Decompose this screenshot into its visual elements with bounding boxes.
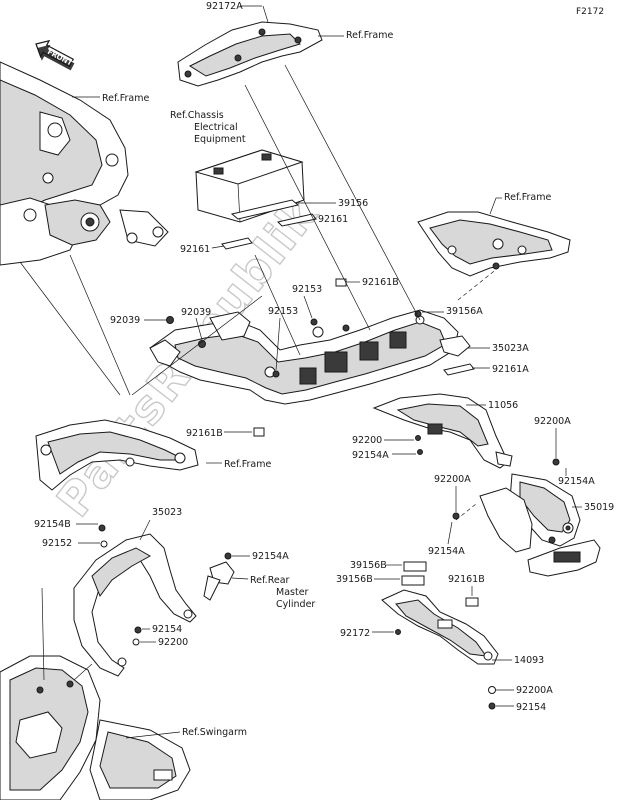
label-35023A: 35023A bbox=[492, 343, 529, 354]
left-frame bbox=[0, 61, 169, 266]
label-11056: 11056 bbox=[488, 400, 518, 411]
clip-39156A bbox=[414, 310, 422, 318]
label-92200: 92200 bbox=[352, 435, 382, 446]
lower-left-frame bbox=[35, 419, 199, 491]
label-92200A-c: 92200A bbox=[516, 685, 553, 696]
label-ref-chassis-2: Electrical bbox=[194, 122, 238, 133]
label-ref-rear-1: Ref.Rear bbox=[250, 575, 290, 586]
cover-35023A bbox=[439, 335, 471, 357]
label-ref-frame-top: Ref.Frame bbox=[346, 30, 393, 41]
label-35023: 35023 bbox=[152, 507, 182, 518]
label-92200A-a: 92200A bbox=[534, 416, 571, 427]
swingarm bbox=[0, 655, 191, 800]
fender-11056 bbox=[372, 393, 513, 469]
label-92161-right: 92161 bbox=[318, 214, 348, 225]
label-92200A-b: 92200A bbox=[434, 474, 471, 485]
label-35019: 35019 bbox=[584, 502, 614, 513]
label-92039-a: 92039 bbox=[110, 315, 140, 326]
label-ref-rear-3: Cylinder bbox=[276, 599, 315, 610]
label-92154A-a: 92154A bbox=[352, 450, 389, 461]
label-92161-left: 92161 bbox=[180, 244, 210, 255]
upper-bracket bbox=[177, 21, 323, 87]
label-14093: 14093 bbox=[514, 655, 544, 666]
inner-fender-14093 bbox=[381, 589, 499, 665]
label-ref-frame-right: Ref.Frame bbox=[504, 192, 551, 203]
bolt-92172 bbox=[395, 629, 401, 635]
washer-92200A-c bbox=[488, 686, 496, 694]
washer-92200 bbox=[415, 435, 421, 441]
screw-92154A-a bbox=[417, 449, 423, 455]
label-92152: 92152 bbox=[42, 538, 72, 549]
pad-92161A bbox=[443, 363, 475, 376]
label-92154: 92154 bbox=[152, 624, 182, 635]
bracket-35019 bbox=[479, 473, 601, 577]
label-92172: 92172 bbox=[340, 628, 370, 639]
label-39156A: 39156A bbox=[446, 306, 483, 317]
label-ref-chassis-1: Ref.Chassis bbox=[170, 110, 224, 121]
screw-92154A-d bbox=[224, 552, 232, 560]
label-39156B-a: 39156B bbox=[350, 560, 387, 571]
label-ref-chassis-3: Equipment bbox=[194, 134, 246, 145]
bolt-92154-b bbox=[488, 702, 496, 710]
label-92153-b: 92153 bbox=[268, 306, 298, 317]
label-92200-b: 92200 bbox=[158, 637, 188, 648]
label-92161B-a: 92161B bbox=[362, 277, 399, 288]
collar-92152 bbox=[100, 540, 108, 548]
washer-92200-b bbox=[132, 638, 140, 646]
label-92039-b: 92039 bbox=[181, 307, 211, 318]
label-39156: 39156 bbox=[338, 198, 368, 209]
label-92161B-b: 92161B bbox=[186, 428, 223, 439]
right-frame-bracket bbox=[417, 211, 571, 277]
pad-39156B-b bbox=[401, 575, 425, 586]
pad-92161-left bbox=[221, 237, 253, 250]
nut-92039-a bbox=[166, 316, 174, 324]
washer-92200A-b bbox=[452, 512, 460, 520]
label-ref-rear-2: Master bbox=[276, 587, 309, 598]
bolt-92153-b bbox=[272, 370, 280, 378]
front-arrow-icon: FRONT bbox=[35, 39, 75, 71]
rear-undertray bbox=[149, 309, 459, 405]
label-92161A: 92161A bbox=[492, 364, 529, 375]
label-92154-b: 92154 bbox=[516, 702, 546, 713]
pad-92161B-b bbox=[253, 427, 265, 437]
pad-92161 bbox=[277, 213, 317, 227]
pad-39156 bbox=[230, 199, 300, 220]
pad-39156B-a bbox=[403, 561, 427, 572]
bolt-92153-a bbox=[310, 318, 318, 326]
label-92153-a: 92153 bbox=[292, 284, 322, 295]
label-92172A: 92172A bbox=[206, 1, 243, 12]
pad-92161B-c bbox=[465, 597, 479, 607]
washer-92200A-a bbox=[552, 458, 560, 466]
label-92161B-c: 92161B bbox=[448, 574, 485, 585]
label-39156B-b: 39156B bbox=[336, 574, 373, 585]
rear-master-cylinder-bracket bbox=[203, 561, 235, 601]
label-ref-swingarm: Ref.Swingarm bbox=[182, 727, 247, 738]
label-92154A-b: 92154A bbox=[558, 476, 595, 487]
bolt-92154B bbox=[98, 524, 106, 532]
label-ref-frame-bottom: Ref.Frame bbox=[224, 459, 271, 470]
label-ref-frame-left: Ref.Frame bbox=[102, 93, 149, 104]
grab-rail-35023 bbox=[73, 533, 197, 677]
label-92154B: 92154B bbox=[34, 519, 71, 530]
diagram-code: F2172 bbox=[576, 7, 604, 17]
label-92154A-c: 92154A bbox=[428, 546, 465, 557]
bolt-92154 bbox=[134, 626, 142, 634]
label-92154A-d: 92154A bbox=[252, 551, 289, 562]
